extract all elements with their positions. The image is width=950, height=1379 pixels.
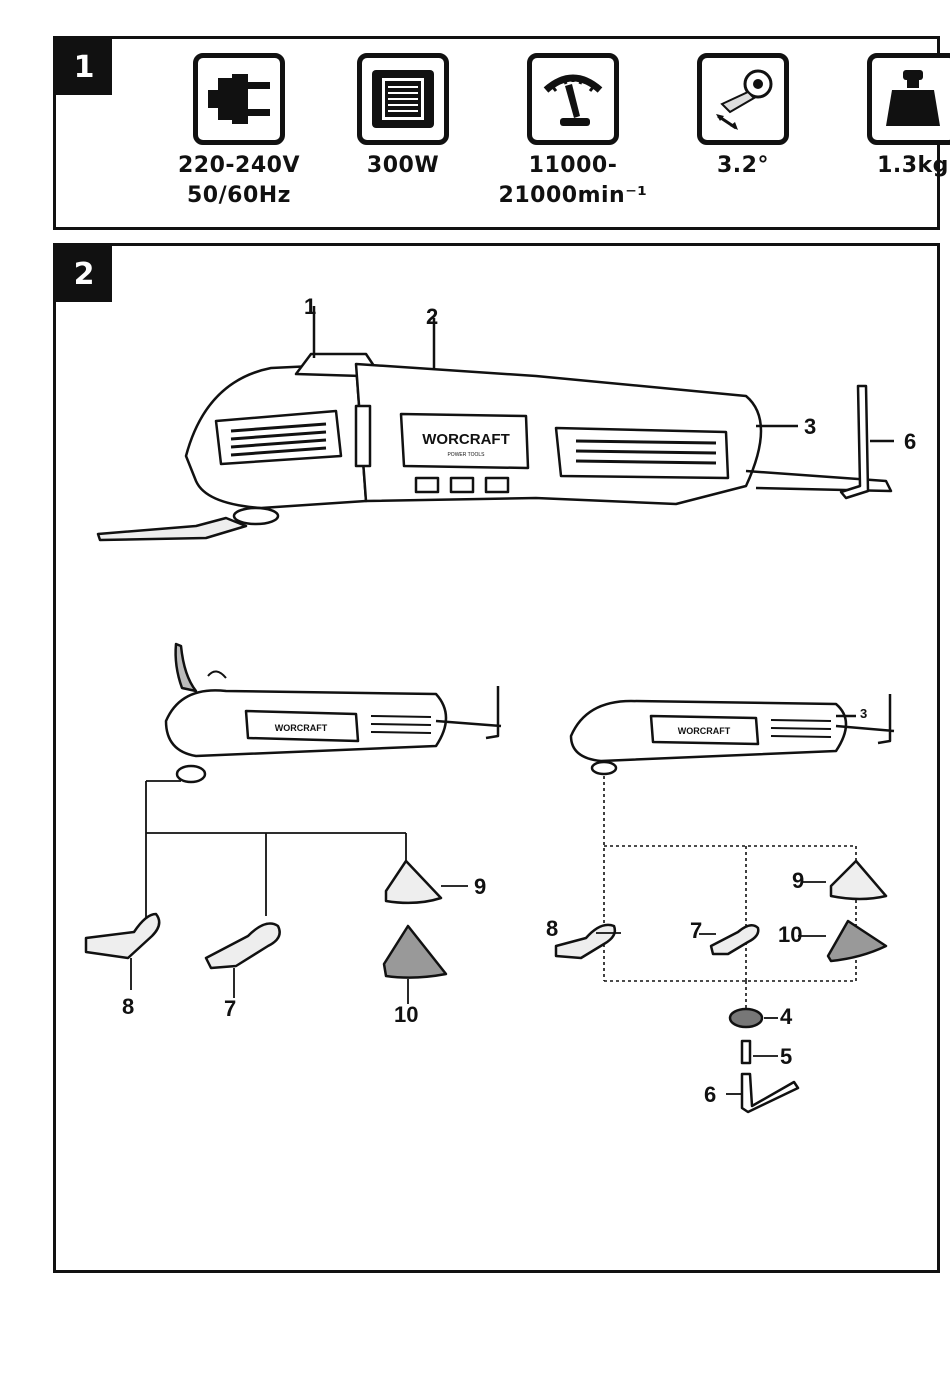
- weight-icon: [867, 53, 950, 145]
- callout-right-6: 6: [704, 1082, 716, 1108]
- spec-weight-line1: 1.3kg: [828, 151, 950, 181]
- callout-right-5: 5: [780, 1044, 792, 1070]
- spec-oscillation: 3.2°: [658, 53, 828, 181]
- callout-right-3: 3: [860, 706, 867, 721]
- callout-3: 3: [804, 414, 816, 440]
- spec-voltage-line2: 50/60Hz: [154, 181, 324, 211]
- brand-logo-main: WORCRAFT: [422, 431, 509, 448]
- speed-gauge-icon: [527, 53, 619, 145]
- callout-right-9: 9: [792, 868, 804, 894]
- brand-logo-left: WORCRAFT: [275, 723, 328, 733]
- oscillation-angle-icon: [697, 53, 789, 145]
- brand-logo-right: WORCRAFT: [678, 726, 731, 736]
- spec-power-line1: 300W: [318, 151, 488, 181]
- callout-right-10: 10: [778, 922, 802, 948]
- callout-right-4: 4: [780, 1004, 792, 1030]
- tool-illustration: WORCRAFT POWER TOOLS WORCRAFT WORCRAFT: [56, 246, 937, 1270]
- brand-sub-main: POWER TOOLS: [447, 452, 485, 458]
- callout-left-7: 7: [224, 996, 236, 1022]
- components-panel: 2: [53, 243, 940, 1273]
- callout-left-10: 10: [394, 1002, 418, 1028]
- callout-2: 2: [426, 304, 438, 330]
- spec-speed-line2: 21000min⁻¹: [488, 181, 658, 211]
- callout-6: 6: [904, 429, 916, 455]
- spec-voltage-line1: 220-240V: [154, 151, 324, 181]
- spec-power: 300W: [318, 53, 488, 181]
- multi-tool-main-illustration: [98, 306, 894, 540]
- callout-1: 1: [304, 294, 316, 320]
- callout-right-7: 7: [690, 918, 702, 944]
- specifications-panel: 1 220-240V 50/60Hz: [53, 36, 940, 230]
- callout-right-8: 8: [546, 916, 558, 942]
- motor-icon: [357, 53, 449, 145]
- spec-speed-line1: 11000-: [488, 151, 658, 181]
- spec-oscillation-line1: 3.2°: [658, 151, 828, 181]
- panel-number-badge: 1: [56, 39, 112, 95]
- callout-left-9: 9: [474, 874, 486, 900]
- plug-icon: [193, 53, 285, 145]
- accessory-attachment-right: [556, 694, 894, 1112]
- callout-left-8: 8: [122, 994, 134, 1020]
- spec-voltage: 220-240V 50/60Hz: [154, 53, 324, 211]
- spec-weight: 1.3kg: [828, 53, 950, 181]
- spec-speed: 11000- 21000min⁻¹: [488, 53, 658, 211]
- accessory-attachment-left: [86, 644, 501, 1004]
